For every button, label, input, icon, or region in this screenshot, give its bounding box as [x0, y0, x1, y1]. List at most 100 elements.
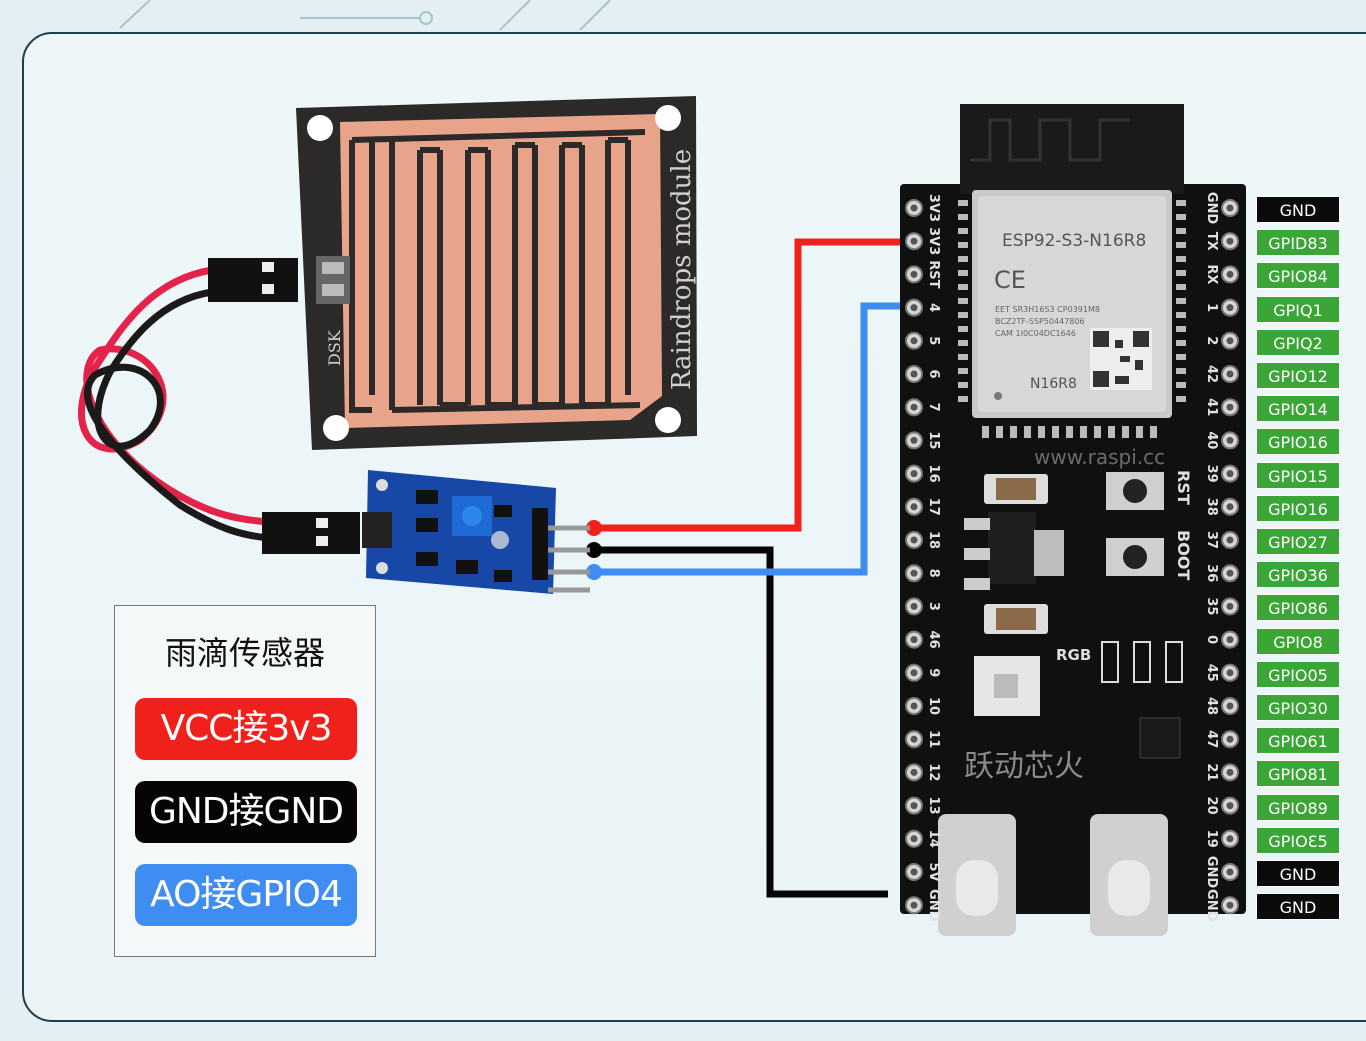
gpio-label: GND [1256, 893, 1340, 921]
ao-wire [594, 302, 905, 576]
pin-silkscreen-label: 7 [926, 403, 941, 412]
header-pin-hole [910, 802, 918, 810]
pin-silkscreen-label: 0 [1204, 635, 1219, 644]
pin-silkscreen-label: 40 [1204, 431, 1219, 449]
boot-label: BOOT [1174, 530, 1193, 580]
comb-electrodes [349, 129, 646, 413]
usb-c-port-left [938, 814, 1016, 936]
pin-silkscreen-label: 45 [1204, 664, 1219, 682]
pin-silkscreen-label: 21 [1204, 763, 1219, 781]
header-pin-hole [1226, 669, 1234, 677]
gpio-label: GPIO15 [1256, 461, 1340, 489]
gpio-label: GPIO16 [1256, 428, 1340, 456]
header-pin-hole [1226, 436, 1234, 444]
voltage-regulator [988, 512, 1036, 584]
module-pads [958, 200, 1186, 438]
pin-silkscreen-label: 3V3 [926, 227, 941, 255]
header-pin-hole [910, 735, 918, 743]
header-pin-hole [1226, 503, 1234, 511]
pin-silkscreen-label: 3 [926, 602, 941, 611]
gpio-label: GPIO05 [1256, 660, 1340, 688]
pin-silkscreen-label: 39 [1204, 465, 1219, 483]
pin-silkscreen-label: 37 [1204, 531, 1219, 549]
header-pin-hole [1226, 636, 1234, 644]
chip-variant: N16R8 [1030, 376, 1077, 392]
header-pin-hole [910, 636, 918, 644]
pin-silkscreen-label: 42 [1204, 365, 1219, 383]
gpio-label: GPIO84 [1256, 262, 1340, 290]
pin-silkscreen-label: RX [1204, 264, 1219, 284]
gpio-label: GPIO30 [1256, 694, 1340, 721]
gpio-label: GPID83 [1256, 229, 1340, 257]
header-pin-hole [1226, 403, 1234, 411]
gnd-wire [594, 546, 888, 898]
pin-silkscreen-label: 1 [1204, 303, 1219, 312]
gpio-label: GPIO14 [1256, 395, 1340, 423]
pin-silkscreen-label: 6 [926, 369, 941, 378]
gpio-label: GPIO16 [1256, 494, 1340, 522]
header-pin-hole [1226, 802, 1234, 810]
pin-silkscreen-label: 41 [1204, 398, 1219, 416]
decorative-circuit-lines [119, 0, 611, 31]
header-pin-hole [1226, 901, 1234, 909]
pin-silkscreen-label: 10 [926, 697, 941, 715]
qr-code-icon [1090, 328, 1152, 390]
mount-hole [655, 407, 681, 433]
vcc-wire [594, 238, 905, 532]
raindrops-module: Raindrops module DSK [208, 96, 697, 450]
chip-info-1: EET SR3H16S3 CP0391M8 [995, 305, 1100, 314]
chip-info-3: CAM 1I0C04DC1646 [995, 329, 1076, 338]
antenna-section [960, 104, 1184, 194]
header-pin-hole [1226, 536, 1234, 544]
pin-silkscreen-label: 20 [1204, 797, 1219, 815]
header-pin-hole [910, 602, 918, 610]
pin-silkscreen-label: 2 [1204, 336, 1219, 345]
header-pin-hole [1226, 237, 1234, 245]
plate-connector [208, 258, 298, 302]
header-pin-hole [910, 669, 918, 677]
header-pin-hole [1226, 470, 1234, 478]
mount-hole [307, 115, 333, 141]
header-pin-hole [910, 768, 918, 776]
legend-ao: AO接GPIO4 [135, 864, 357, 926]
header-pin-hole [910, 868, 918, 876]
gpio-label: GPIO27 [1256, 528, 1340, 555]
header-pin-hole [910, 470, 918, 478]
pin-silkscreen-label: 5V [926, 862, 941, 881]
esp32-s3-board: ESP92-S3-N16R8 CE EET SR3H16S3 CP0391M8 … [900, 104, 1246, 936]
left-pin-header: 3V33V3RST4567151617188346910111213145VGN… [905, 194, 941, 922]
pin-silkscreen-label: 4 [926, 303, 941, 312]
header-pin-hole [1226, 204, 1234, 212]
header-pin-hole [910, 536, 918, 544]
pin-silkscreen-label: 48 [1204, 697, 1219, 715]
header-pin-hole [910, 569, 918, 577]
header-pin-hole [1226, 702, 1234, 710]
pin-silkscreen-label: GND [926, 889, 941, 922]
header-pin-hole [1226, 370, 1234, 378]
header-pin-hole [910, 403, 918, 411]
usb-chip [1139, 717, 1181, 759]
header-pin-hole [910, 370, 918, 378]
chip-label: ESP92-S3-N16R8 [1002, 231, 1146, 251]
pin-silkscreen-label: 11 [926, 730, 941, 748]
header-pin-hole [910, 503, 918, 511]
header-pin-hole [1226, 304, 1234, 312]
pin-silkscreen-label: 36 [1204, 564, 1219, 582]
vcc-pin-dot [586, 520, 602, 536]
header-pin-hole [1226, 868, 1234, 876]
legend-gnd: GND接GND [135, 781, 357, 843]
pin-silkscreen-label: 16 [926, 465, 941, 483]
gpio-label: GPIQ1 [1256, 295, 1340, 323]
usb-c-port-right [1090, 814, 1168, 936]
pin-silkscreen-label: 3V3 [926, 194, 941, 222]
brand-label: 跃动芯火 [964, 749, 1084, 784]
dsk-mark: DSK [325, 329, 344, 366]
pin-silkscreen-label: GND [1204, 856, 1219, 889]
header-pin-hole [1226, 602, 1234, 610]
gpio-label: GPIQ2 [1256, 328, 1340, 356]
header-pin-hole [910, 901, 918, 909]
header-pin-hole [910, 835, 918, 843]
pin-silkscreen-label: 47 [1204, 730, 1219, 748]
gpio-label: GPIO86 [1256, 594, 1340, 622]
